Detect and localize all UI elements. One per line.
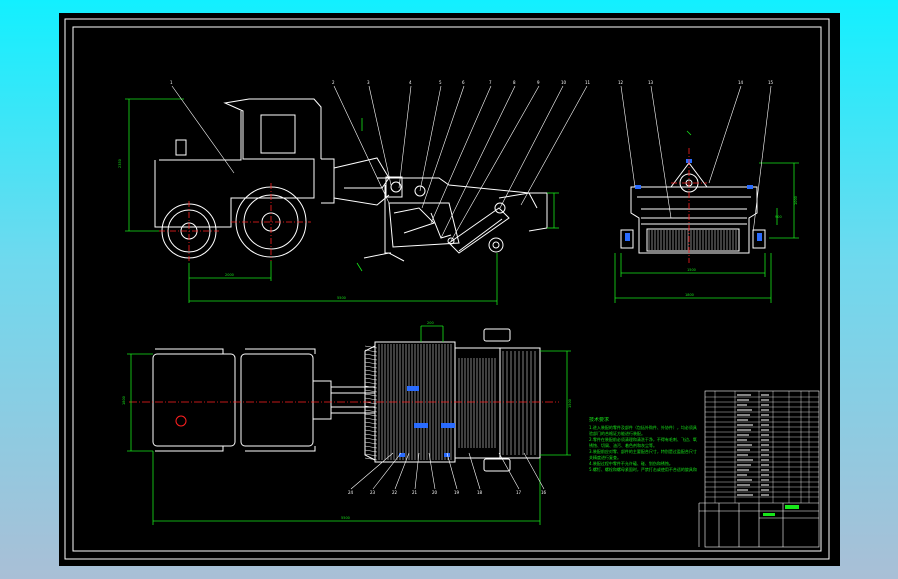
tine	[364, 397, 378, 401]
tine	[364, 457, 378, 461]
tine	[364, 349, 378, 353]
part-number: 15	[768, 80, 774, 85]
svg-text:5500: 5500	[337, 296, 346, 300]
side-view-leaders	[171, 85, 588, 242]
svg-text:5500: 5500	[341, 516, 350, 520]
inner-border	[72, 26, 822, 552]
assembly-drawing: 2350 2000 5500	[64, 18, 830, 560]
tine	[364, 453, 378, 457]
tine	[364, 385, 378, 389]
top-view-pivot	[175, 415, 187, 427]
part-number: 5	[439, 80, 442, 85]
tine	[364, 389, 378, 393]
tine	[364, 365, 378, 369]
part-number: 12	[618, 80, 624, 85]
tine	[364, 353, 378, 357]
front-view-teeth	[648, 230, 737, 250]
tine	[364, 413, 378, 417]
front-view-dimensions	[614, 130, 799, 303]
tine	[364, 345, 378, 349]
top-view-teeth	[364, 344, 536, 461]
part-number: 22	[392, 490, 398, 495]
technical-note-line: 2.零件在装配前必须清理和清洗干净，不得有毛刺、飞边、氧化皮、	[589, 437, 697, 442]
front-view-leaders	[620, 85, 772, 234]
tine	[364, 449, 378, 453]
side-view-centerlines	[159, 183, 311, 261]
tine	[364, 437, 378, 441]
top-view-dimensions	[127, 325, 571, 525]
title-block-cells	[763, 505, 799, 516]
tine	[364, 381, 378, 385]
part-number: 20	[432, 490, 438, 495]
title-block	[698, 390, 820, 548]
part-number: 24	[348, 490, 354, 495]
svg-text:1800: 1800	[685, 293, 694, 297]
side-view	[154, 98, 548, 262]
tine	[364, 425, 378, 429]
technical-note-line: 4.装配过程中零件不允许磕、碰、划伤和锈蚀。	[589, 461, 673, 466]
part-number: 14	[738, 80, 744, 85]
svg-text:900: 900	[775, 215, 782, 219]
tine	[364, 445, 378, 449]
part-number: 16	[541, 490, 547, 495]
technical-note-line: 验部门的合格证方能进行装配。	[589, 431, 645, 436]
part-number: 19	[454, 490, 460, 495]
technical-note-line: 关精度进行复查。	[589, 455, 621, 460]
tine	[364, 357, 378, 361]
drawing-sheet: 2350 2000 5500	[59, 13, 840, 566]
tine	[364, 369, 378, 373]
part-number: 10	[561, 80, 567, 85]
bom-table	[705, 391, 819, 503]
part-number: 1	[170, 80, 173, 85]
part-number: 8	[513, 80, 516, 85]
part-number: 18	[477, 490, 483, 495]
part-number: 13	[648, 80, 654, 85]
tine	[364, 377, 378, 381]
top-view-leaders	[350, 452, 545, 490]
tine	[364, 421, 378, 425]
side-view-dimension-text: 2350 2000 5500	[118, 159, 346, 300]
technical-note-line: 锈蚀、切屑、油污、着色剂和灰尘等。	[589, 443, 657, 448]
technical-notes-title: 技术要求	[589, 417, 610, 423]
part-number: 3	[367, 80, 370, 85]
top-view	[152, 328, 541, 472]
technical-notes: 技术要求 1.进入装配的零件及部件（包括外购件、外协件），均必须具有检 验部门的…	[589, 417, 697, 473]
technical-note-line: 1.进入装配的零件及部件（包括外购件、外协件），均必须具有检	[589, 425, 697, 430]
part-number: 17	[516, 490, 522, 495]
svg-text:200: 200	[427, 321, 434, 325]
tine	[364, 405, 378, 409]
tine	[364, 433, 378, 437]
tine	[364, 373, 378, 377]
tine	[364, 417, 378, 421]
part-number: 7	[489, 80, 492, 85]
top-view-dimension-text: 1800 5500 1500 200	[122, 321, 572, 520]
front-view	[620, 162, 766, 254]
part-number: 11	[585, 80, 591, 85]
top-view-markers	[399, 386, 455, 457]
part-number: 23	[370, 490, 376, 495]
svg-text:1500: 1500	[687, 268, 696, 272]
part-number: 9	[537, 80, 540, 85]
side-view-dimensions	[125, 98, 559, 305]
tine	[364, 441, 378, 445]
svg-text:2350: 2350	[118, 159, 122, 168]
part-number: 2	[332, 80, 335, 85]
tine	[364, 409, 378, 413]
part-number: 6	[462, 80, 465, 85]
outer-border	[64, 18, 830, 560]
part-number: 4	[409, 80, 412, 85]
tine	[364, 393, 378, 397]
part-number: 21	[412, 490, 418, 495]
svg-text:1000: 1000	[794, 196, 798, 205]
svg-text:1500: 1500	[568, 399, 572, 408]
svg-text:1800: 1800	[122, 396, 126, 405]
technical-note-line: 3.装配前应对零、部件的主要配合尺寸，特别是过盈配合尺寸及相	[589, 449, 697, 454]
tine	[364, 361, 378, 365]
technical-note-line: 5.螺钉、螺栓和螺母紧固时，严禁打击或使用不合适的旋具和扳手。	[589, 467, 697, 472]
svg-text:2000: 2000	[225, 273, 234, 277]
tine	[364, 429, 378, 433]
front-view-dimension-text: 1500 1800 1000 900	[685, 196, 798, 297]
front-view-centerline	[671, 148, 707, 263]
